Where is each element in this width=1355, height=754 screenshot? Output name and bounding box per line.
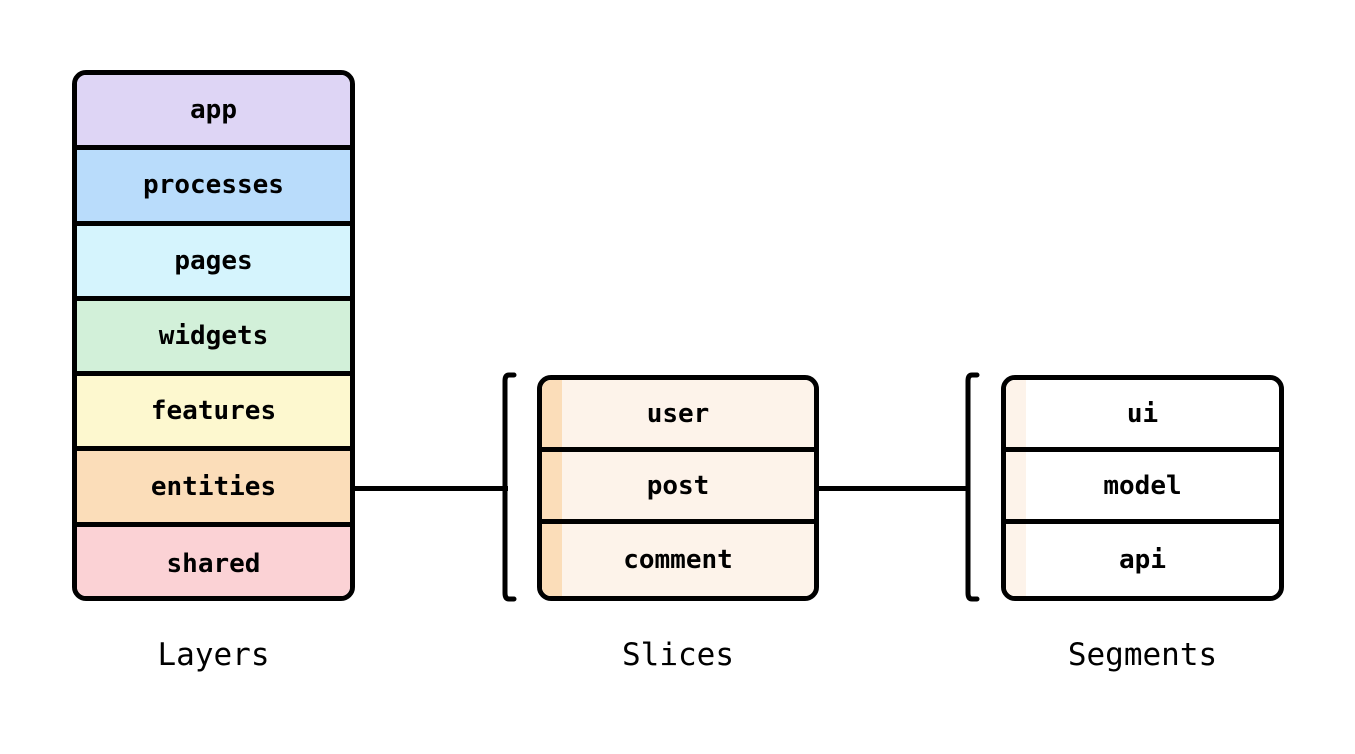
- segment-label-api: api: [1119, 545, 1166, 575]
- layer-row-entities[interactable]: entities: [77, 451, 350, 527]
- caption-slices: Slices: [622, 637, 734, 673]
- slice-stripe-comment: [542, 524, 562, 596]
- slice-label-comment: comment: [623, 545, 733, 575]
- connector-slices-to-segments: [818, 486, 970, 491]
- caption-layers: Layers: [157, 637, 270, 673]
- segment-stripe-api: [1006, 524, 1026, 596]
- caption-segments: Segments: [1067, 637, 1218, 673]
- layer-row-processes[interactable]: processes: [77, 150, 350, 226]
- layer-label-entities: entities: [150, 471, 277, 502]
- segment-row-api[interactable]: api: [1006, 524, 1279, 596]
- layer-label-pages: pages: [174, 245, 253, 276]
- layer-label-widgets: widgets: [158, 321, 269, 352]
- slice-label-post: post: [646, 470, 710, 501]
- layer-label-shared: shared: [166, 549, 261, 580]
- slice-row-user[interactable]: user: [542, 380, 814, 452]
- segment-label-model: model: [1103, 470, 1182, 501]
- layer-row-app[interactable]: app: [77, 75, 350, 151]
- layer-row-pages[interactable]: pages: [77, 225, 350, 301]
- segment-row-ui[interactable]: ui: [1006, 380, 1279, 452]
- slice-row-post[interactable]: post: [542, 452, 814, 524]
- segment-label-ui: ui: [1126, 398, 1159, 429]
- slices-box: user post comment: [537, 375, 819, 601]
- layer-row-shared[interactable]: shared: [77, 526, 350, 596]
- slice-stripe-post: [542, 452, 562, 519]
- layer-label-app: app: [190, 95, 237, 126]
- layers-box: app processes pages widgets features ent…: [72, 70, 355, 601]
- connector-layers-to-slices: [354, 486, 508, 491]
- segment-row-model[interactable]: model: [1006, 452, 1279, 524]
- segments-box: ui model api: [1001, 375, 1284, 601]
- slice-label-user: user: [646, 398, 710, 429]
- layer-label-processes: processes: [143, 170, 284, 201]
- segment-stripe-model: [1006, 452, 1026, 519]
- layer-label-features: features: [150, 396, 277, 427]
- segment-stripe-ui: [1006, 380, 1026, 447]
- slice-stripe-user: [542, 380, 562, 447]
- slice-row-comment[interactable]: comment: [542, 524, 814, 596]
- layer-row-features[interactable]: features: [77, 376, 350, 452]
- layer-row-widgets[interactable]: widgets: [77, 300, 350, 377]
